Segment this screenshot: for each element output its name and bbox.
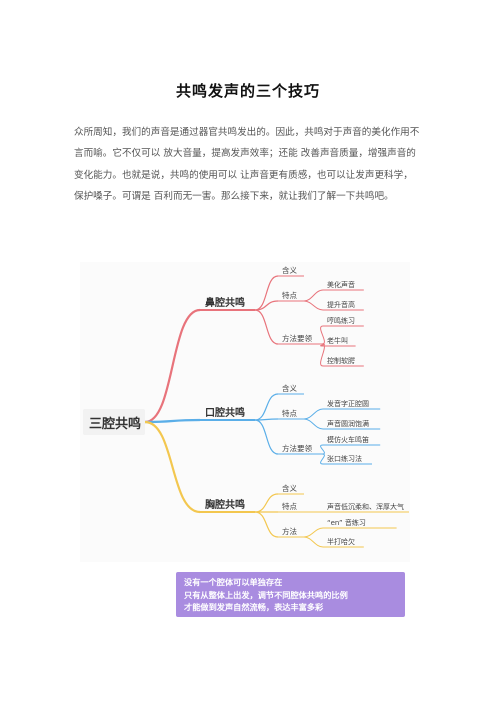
leaf-label: 发音字正腔圆: [327, 399, 369, 408]
leaf-connector: [320, 453, 325, 465]
root-node-box: [83, 409, 145, 435]
branch-label: 胸腔共鸣: [205, 498, 245, 511]
leaf-connector: [303, 289, 324, 302]
leaf-connector: [303, 300, 324, 311]
leaf-label: 张口练习法: [327, 454, 362, 463]
leaf-connector: [320, 325, 325, 345]
item-connector: [254, 393, 279, 421]
note-line: 才能做到发声自然流畅，表达丰富多彩: [184, 602, 324, 612]
branch-connector: [144, 420, 201, 514]
leaf-label: 模仿火车鸣笛: [327, 435, 369, 444]
item-label: 含义: [282, 483, 297, 493]
branch-label: 鼻腔共鸣: [205, 296, 245, 309]
item-connector: [254, 275, 279, 311]
leaf-connector: [303, 408, 324, 420]
item-label: 特点: [282, 408, 297, 418]
leaf-label: 美化声音: [327, 280, 355, 289]
summary-note: 没有一个腔体可以单独存在 只有从整体上出发，调节不同腔体共鸣的比例 才能做到发声…: [176, 572, 405, 617]
item-connector: [254, 511, 279, 538]
leaf-label: “en” 音练习: [327, 518, 366, 527]
root-node-label: 三腔共鸣: [89, 416, 141, 432]
branch-connector: [144, 308, 201, 424]
item-label: 方法: [282, 526, 297, 536]
intro-paragraph: 众所周知，我们的声音是通过器官共鸣发出的。因此，共鸣对于声音的美化作用不言而喻。…: [74, 127, 420, 203]
leaf-label: 哼鸣练习: [327, 316, 355, 325]
leaf-label: 老牛叫: [327, 336, 348, 345]
item-label: 特点: [282, 290, 297, 300]
item-label: 含义: [282, 265, 297, 275]
item-label: 含义: [282, 383, 297, 393]
branch-connector: [144, 418, 201, 424]
leaf-label: 半打哈欠: [327, 537, 355, 546]
leaf-label: 控制软腭: [327, 356, 355, 365]
leaf-label: 提升音高: [327, 300, 355, 309]
leaf-label: 声音低沉柔和、浑厚大气: [327, 502, 404, 511]
branch-label: 口腔共鸣: [205, 406, 245, 419]
item-connector: [254, 309, 279, 345]
leaf-label: 声音圆润饱满: [327, 419, 369, 428]
item-connector: [254, 300, 279, 311]
item-label: 方法要领: [282, 333, 312, 343]
note-line: 只有从整体上出发，调节不同腔体共鸣的比例: [184, 589, 348, 600]
page-title: 共鸣发声的三个技巧: [175, 82, 320, 100]
item-label: 特点: [282, 501, 297, 511]
item-connector: [254, 419, 279, 455]
leaf-connector: [303, 418, 324, 430]
item-label: 方法要领: [282, 443, 312, 453]
leaf-connector: [303, 536, 324, 548]
leaf-connector: [320, 343, 325, 367]
note-line: 没有一个腔体可以单独存在: [184, 577, 283, 587]
